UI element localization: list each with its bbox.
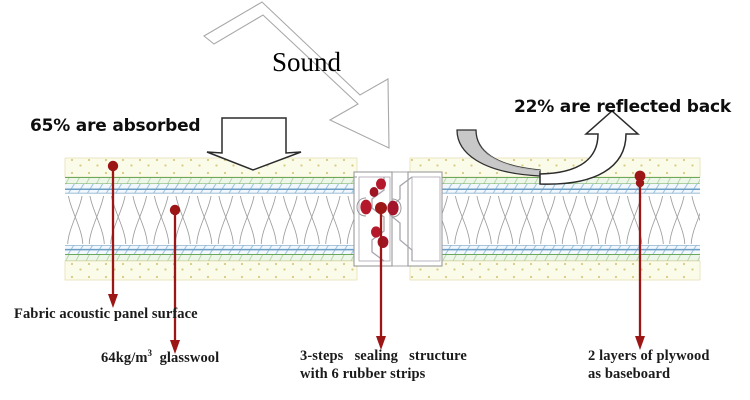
- rubber-strips: [360, 178, 399, 248]
- callout-glasswool: 64kg/m3 glasswool: [101, 348, 219, 367]
- reflected-gray-crescent-icon: [456, 129, 541, 177]
- callout-glasswool-exponent: 3: [147, 348, 153, 358]
- absorbed-arrow-icon: [206, 117, 302, 171]
- reflected-percent-label: 22% are reflected back: [514, 97, 732, 117]
- callout-glasswool-material: glasswool: [152, 349, 220, 366]
- pointer-sealing-structure: [375, 202, 387, 350]
- callout-sealing-line2: with 6 rubber strips: [300, 365, 426, 382]
- callout-plywood-line2: as baseboard: [588, 365, 671, 382]
- glasswool-core-left: [65, 196, 357, 244]
- callout-plywood-line1: 2 layers of plywood: [588, 348, 710, 364]
- absorbed-percent-label: 65% are absorbed: [30, 116, 201, 136]
- sealing-structure-joint: [353, 171, 443, 267]
- sound-label: Sound: [272, 47, 342, 77]
- pointer-glasswool: [169, 204, 181, 354]
- reflected-bounce-arrow-icon: [539, 109, 640, 185]
- sound-arrow-icon: [203, 1, 390, 149]
- pointer-plywood-baseboard: [634, 170, 646, 350]
- left-wall-panel: [64, 157, 358, 281]
- callout-fabric-surface: Fabric acoustic panel surface: [14, 306, 198, 322]
- right-wall-panel: [409, 157, 701, 281]
- glasswool-core-right: [410, 196, 700, 244]
- pointer-fabric-surface: [107, 160, 119, 308]
- callout-sealing-line1: 3-steps sealing structure: [300, 348, 467, 364]
- callout-glasswool-density: 64kg/m: [101, 349, 148, 366]
